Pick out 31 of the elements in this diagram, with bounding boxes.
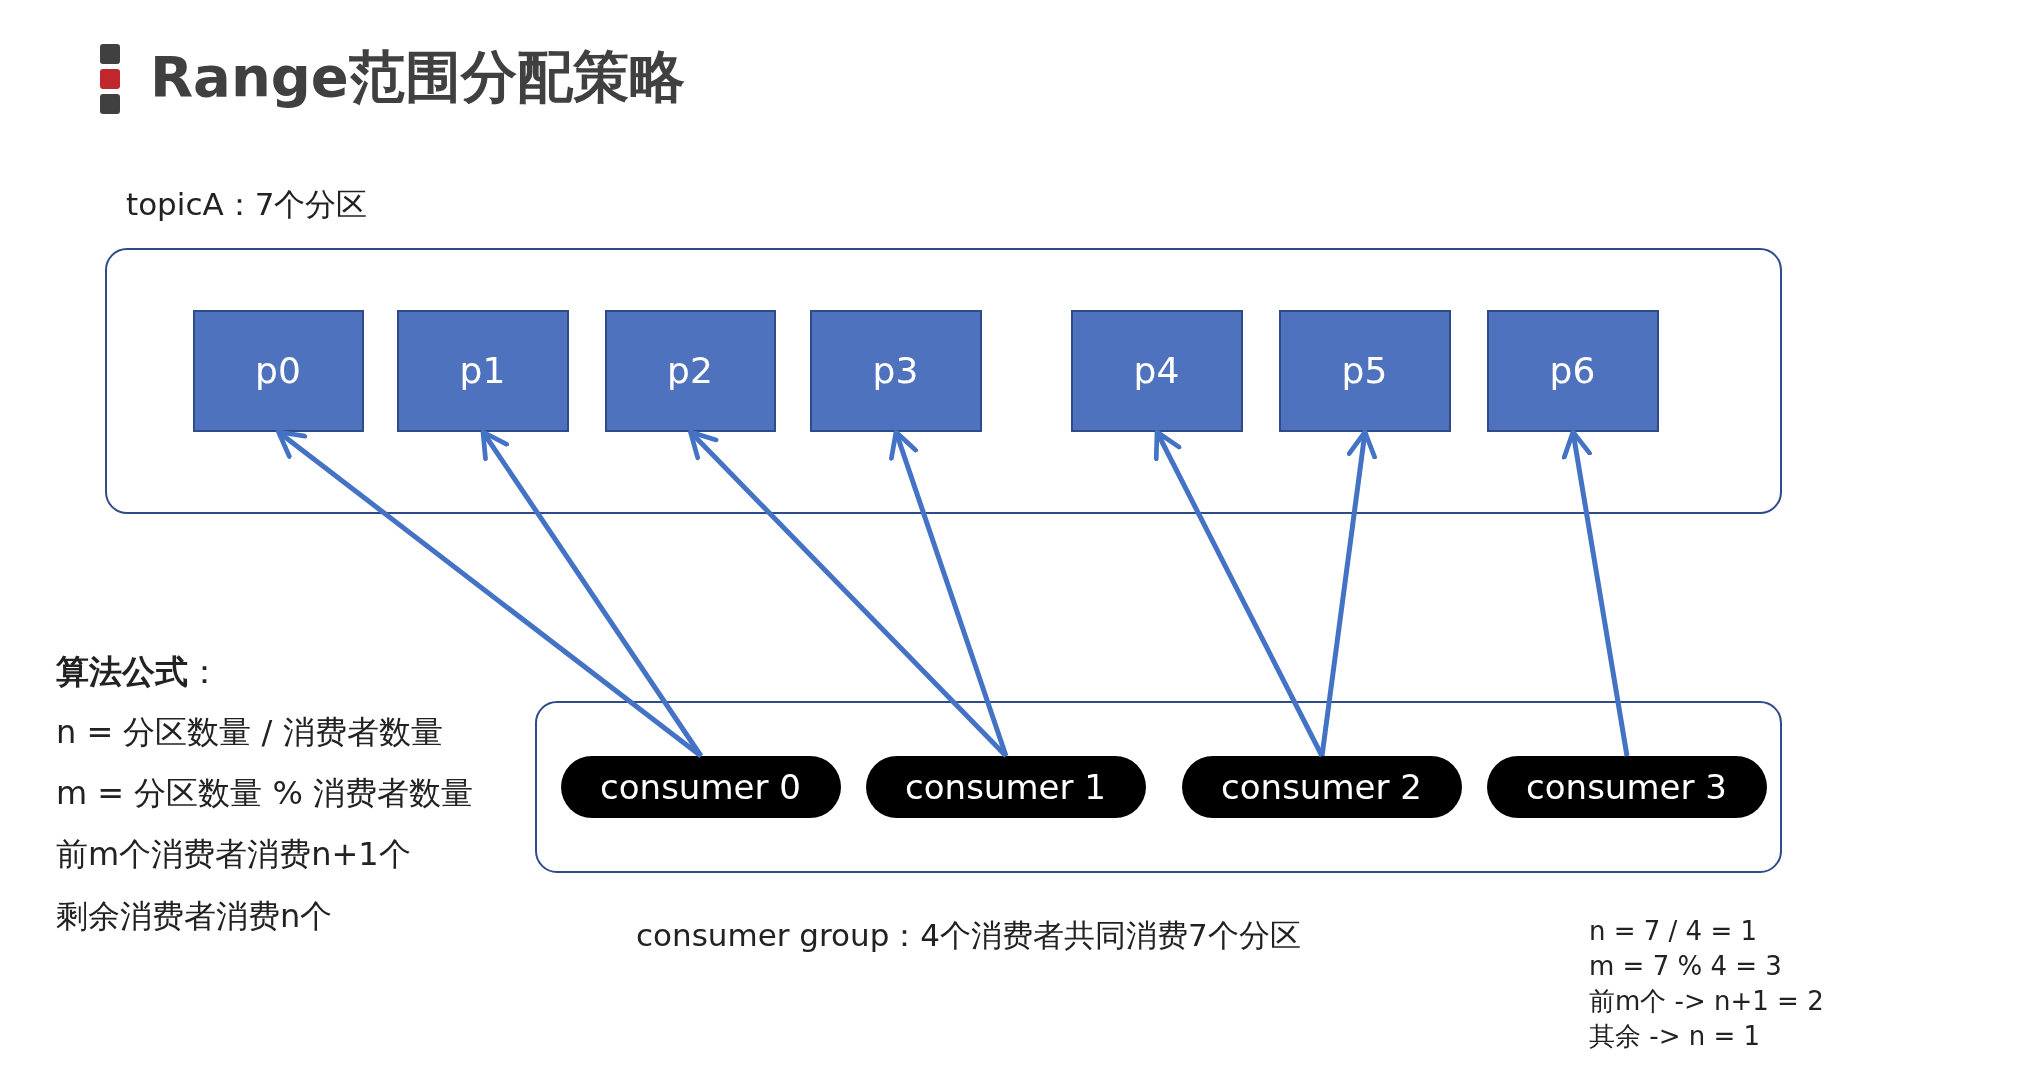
partition-box: p1 [396, 309, 569, 432]
partition-box: p3 [809, 309, 982, 432]
arrow [889, 429, 1009, 757]
formula-text: 剩余消费者消费n个 [56, 897, 333, 936]
formula-text: n = 分区数量 / 消费者数量 [56, 713, 443, 752]
arrow [1561, 429, 1630, 757]
arrow [688, 429, 1008, 758]
formula-text: 算法公式： [56, 652, 221, 692]
arrow [480, 429, 704, 758]
consumer-pill: consumer 2 [1181, 755, 1462, 818]
consumer-pill: consumer 1 [865, 755, 1146, 818]
container-caption: consumer group：4个消费者共同消费7个分区 [636, 916, 1301, 955]
formula-text: m = 分区数量 % 消费者数量 [56, 774, 474, 813]
calculation-note: 前m个 -> n+1 = 2 [1589, 986, 1824, 1018]
arrow [1319, 429, 1377, 757]
partition-box: p2 [604, 309, 776, 432]
consumer-pill: consumer 3 [1486, 755, 1767, 818]
partition-box: p4 [1070, 309, 1243, 432]
title: Range范围分配策略 [150, 43, 685, 111]
arrow [276, 429, 703, 758]
topic-container [105, 248, 1782, 514]
calculation-note: m = 7 % 4 = 3 [1589, 951, 1782, 983]
container-caption: topicA：7个分区 [126, 185, 368, 224]
partition-box: p5 [1278, 309, 1451, 432]
consumer-pill: consumer 0 [560, 755, 841, 818]
partition-box: p6 [1486, 309, 1659, 432]
consumer-group-container [535, 701, 1782, 873]
calculation-note: 其余 -> n = 1 [1589, 1021, 1761, 1053]
calculation-note: n = 7 / 4 = 1 [1589, 916, 1758, 948]
partition-box: p0 [192, 309, 364, 432]
formula-text: 前m个消费者消费n+1个 [56, 835, 411, 874]
